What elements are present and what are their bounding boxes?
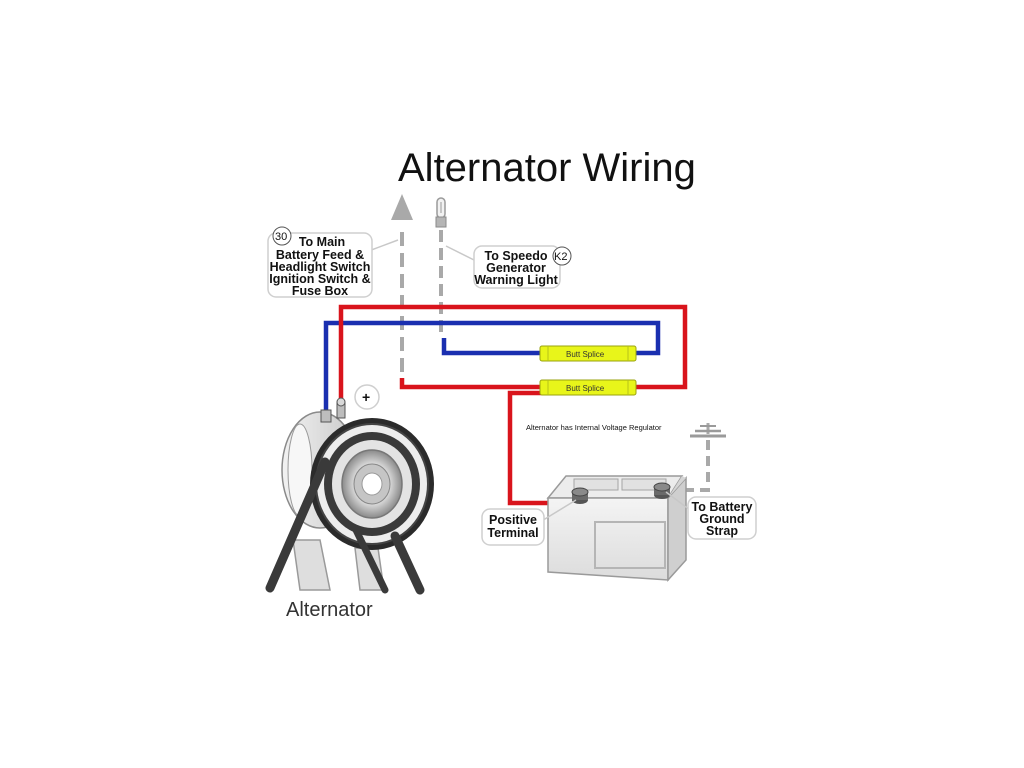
butt-splice-upper-label: Butt Splice (566, 350, 605, 359)
speedo-line-3: Warning Light (474, 273, 558, 287)
callout-ground-strap: To Battery Ground Strap (665, 491, 757, 540)
callout-positive-terminal: Positive Terminal (481, 499, 577, 546)
positive-terminal-badge: + (354, 384, 380, 410)
alternator-label: Alternator (286, 599, 373, 621)
ground-strap-line-2: Ground (699, 512, 744, 526)
ground-icon (690, 423, 726, 438)
positive-terminal-line-2: Terminal (487, 526, 538, 540)
main-feed-badge: 30 (275, 231, 287, 243)
main-feed-line-4: Ignition Switch & (269, 272, 370, 286)
positive-terminal-line-1: Positive (489, 513, 537, 527)
main-feed-line-1: To Main (299, 235, 345, 249)
main-feed-wire (391, 194, 413, 380)
speedo-badge: K2 (554, 251, 567, 263)
ground-strap-line-3: Strap (706, 524, 738, 538)
speedo-line-2: Generator (486, 261, 546, 275)
main-feed-line-2: Battery Feed & (276, 248, 364, 262)
butt-splice-lower: Butt Splice (539, 379, 637, 396)
callout-main-feed: 30 To Main Battery Feed & Headlight Swit… (267, 226, 399, 298)
main-feed-line-3: Headlight Switch (270, 260, 371, 274)
diagram-title: Alternator Wiring (398, 146, 696, 190)
blue-wire (323, 320, 661, 418)
battery (546, 475, 687, 582)
callout-speedo: K2 To Speedo Generator Warning Light (445, 245, 572, 289)
ground-strap-wire (668, 440, 710, 492)
battery-positive-terminal (571, 487, 589, 504)
speedo-line-1: To Speedo (485, 249, 548, 263)
red-wire-main (338, 304, 688, 405)
ground-strap-line-1: To Battery (692, 500, 753, 514)
butt-splice-lower-label: Butt Splice (566, 384, 605, 393)
main-feed-line-5: Fuse Box (292, 284, 348, 298)
alternator (265, 397, 434, 595)
arrow-up-icon (391, 194, 413, 220)
regulator-note: Alternator has Internal Voltage Regulato… (526, 423, 662, 432)
plus-sign: + (362, 389, 370, 405)
butt-splice-upper: Butt Splice (539, 345, 637, 362)
warning-light-bulb-icon (435, 197, 447, 228)
battery-negative-terminal (653, 482, 671, 499)
red-wire-battery (507, 390, 578, 506)
